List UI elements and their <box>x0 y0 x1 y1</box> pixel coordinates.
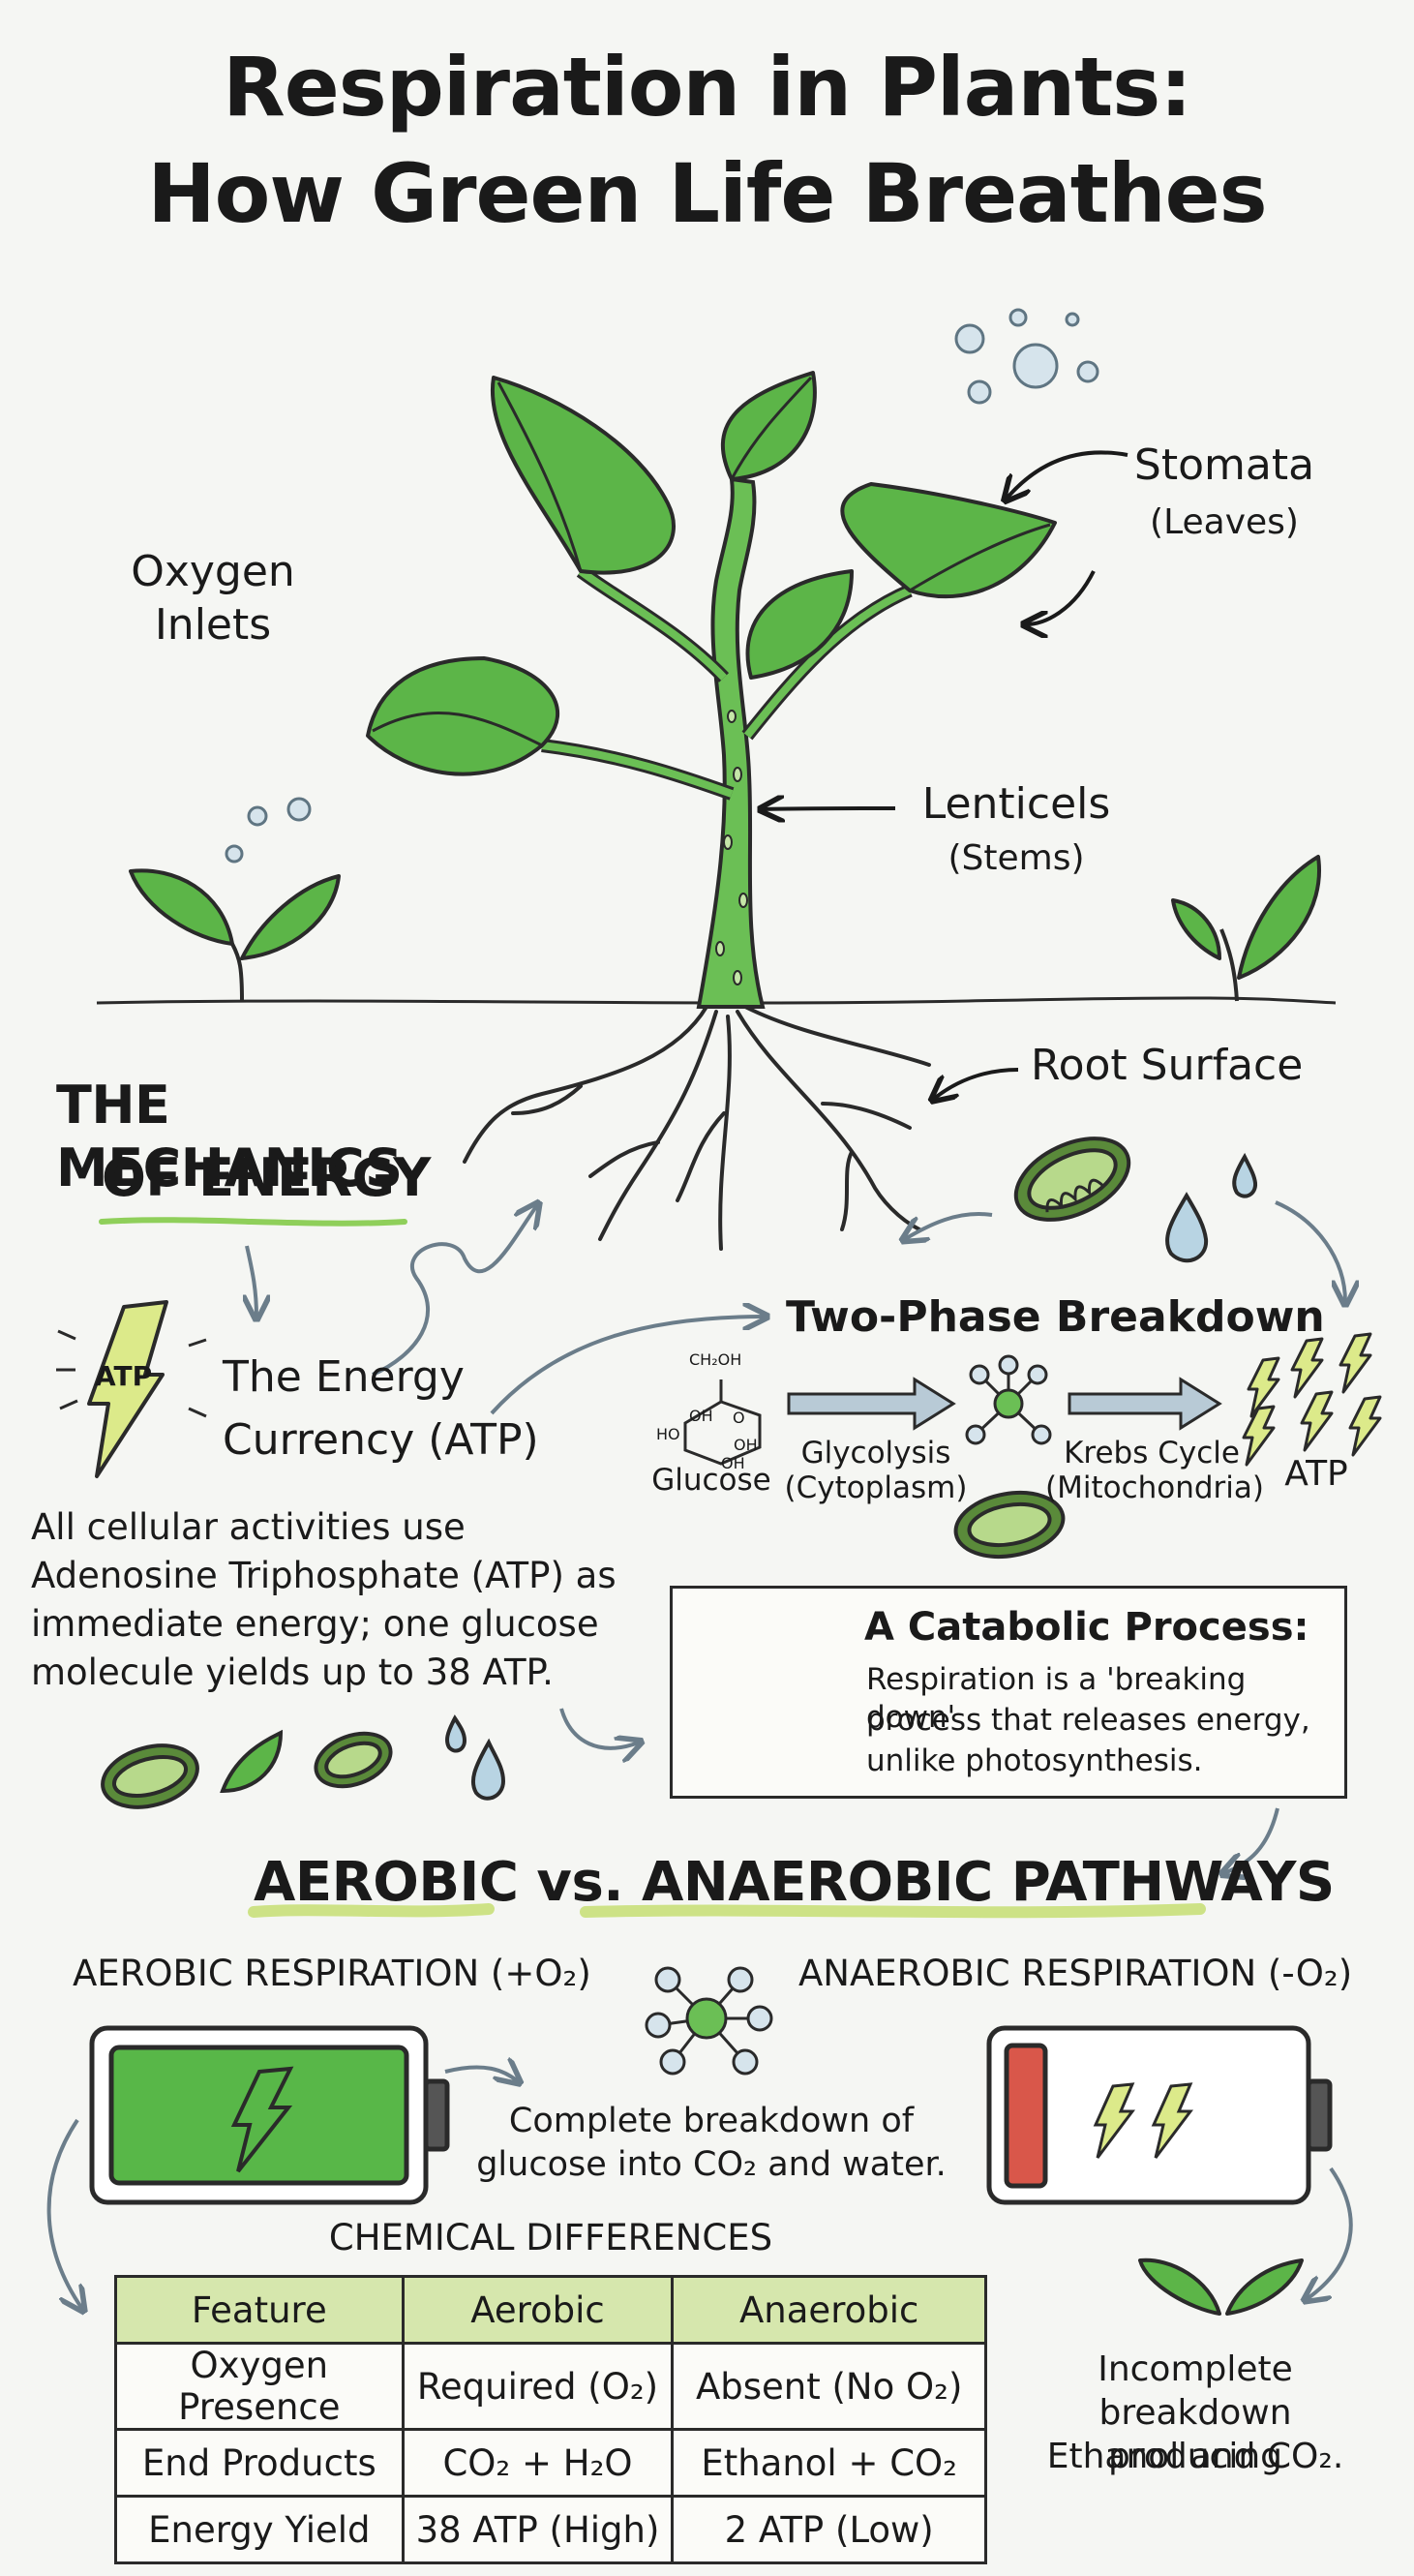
heading-underline <box>99 1217 407 1227</box>
center-molecule-icon <box>645 1966 773 2076</box>
glycolysis-sub-label: (Cytoplasm) <box>784 1470 968 1505</box>
anaerobic-battery-icon <box>986 2025 1333 2205</box>
glycolysis-label: Glycolysis <box>800 1436 951 1470</box>
mechanics-heading-2: OF ENERGY <box>102 1147 431 1208</box>
catabolic-line-2: process that releases energy, <box>866 1703 1310 1738</box>
small-bubbles-icon <box>225 797 312 864</box>
mitochondria-krebs-icon <box>953 1491 1066 1559</box>
anaerobic-respiration-label: ANAEROBIC RESPIRATION (-O₂) <box>798 1953 1353 1994</box>
pathways-heading: AEROBIC vs. ANAEROBIC PATHWAYS <box>254 1851 1335 1914</box>
aerobic-heading-word: AEROBIC <box>254 1851 519 1914</box>
ground-line <box>96 996 1337 1005</box>
lenticels-sub-label: (Stems) <box>948 838 1085 878</box>
pyruvate-molecule-icon <box>965 1354 1052 1445</box>
lenticels-label: Lenticels <box>921 779 1111 829</box>
anaerobic-desc-line-3: Ethanol and CO₂. <box>1046 2437 1344 2476</box>
krebs-sub-label: (Mitochondria) <box>1045 1470 1265 1505</box>
catabolic-line-3: unlike photosynthesis. <box>866 1743 1203 1778</box>
oxygen-bubbles-icon <box>954 308 1099 405</box>
stem-icon <box>696 476 766 1009</box>
chemical-differences-table: Feature Aerobic Anaerobic Oxygen Presenc… <box>114 2275 987 2564</box>
anaerobic-heading-word: ANAEROBIC PATHWAYS <box>642 1851 1335 1914</box>
aerobic-highlight <box>248 1903 495 1918</box>
glucose-label-ch2oh: CH₂OH <box>689 1350 742 1369</box>
glucose-label-oh-1: OH <box>689 1407 713 1425</box>
catabolic-box <box>670 1586 1347 1799</box>
atp-bolts-cluster-icon <box>1242 1332 1382 1467</box>
krebs-label: Krebs Cycle <box>1064 1436 1240 1470</box>
catabolic-heading: A Catabolic Process: <box>864 1605 1309 1650</box>
table-cell: Ethanol + CO₂ <box>671 2428 987 2498</box>
aerobic-desc-line-1: Complete breakdown of <box>508 2102 915 2140</box>
atp-icon-label: ATP <box>95 1360 153 1392</box>
atp-body-line-2: Adenosine Triphosphate (ATP) as <box>31 1555 617 1596</box>
mechanics-heading-1: THE MECHANICS <box>56 1075 403 1198</box>
roots-icon <box>463 1005 931 1251</box>
table-cell: 38 ATP (High) <box>401 2495 675 2564</box>
table-cell: End Products <box>114 2428 405 2498</box>
anaerobic-desc-line-1: Incomplete <box>1098 2349 1293 2389</box>
aerobic-battery-icon <box>89 2025 450 2205</box>
decor-row-icon <box>101 1714 506 1809</box>
page-title-line-2: How Green Life Breathes <box>147 146 1267 241</box>
stomata-sub-label: (Leaves) <box>1150 502 1299 542</box>
aerobic-respiration-label: AEROBIC RESPIRATION (+O₂) <box>73 1953 591 1994</box>
oxygen-inlets-label-2: Inlets <box>154 600 272 650</box>
table-cell: 2 ATP (Low) <box>671 2495 987 2564</box>
atp-body-line-3: immediate energy; one glucose <box>31 1603 599 1645</box>
table-header-row: Feature Aerobic Anaerobic <box>114 2275 987 2345</box>
table-row: Energy Yield 38 ATP (High) 2 ATP (Low) <box>114 2495 987 2564</box>
catabolic-line-1: Respiration is a 'breaking down' <box>866 1662 1247 1735</box>
oxygen-inlets-label-1: Oxygen <box>131 547 295 596</box>
table-row: Oxygen Presence Required (O₂) Absent (No… <box>114 2342 987 2431</box>
table-cell: Energy Yield <box>114 2495 405 2564</box>
anaerobic-highlight <box>580 1903 1206 1919</box>
table-header-cell: Feature <box>114 2275 405 2345</box>
atp-output-label: ATP <box>1284 1454 1348 1494</box>
table-header-cell: Anaerobic <box>671 2275 987 2345</box>
atp-body-line-1: All cellular activities use <box>31 1506 466 1548</box>
atp-body-line-4: molecule yields up to 38 ATP. <box>31 1652 554 1693</box>
table-cell: Oxygen Presence <box>114 2342 405 2431</box>
lenticel-dots-icon <box>715 710 748 985</box>
table-cell: Required (O₂) <box>401 2342 675 2431</box>
mitochondria-icon <box>1013 1136 1131 1222</box>
energy-currency-line-2: Currency (ATP) <box>223 1415 539 1465</box>
table-header-cell: Aerobic <box>401 2275 675 2345</box>
table-cell: CO₂ + H₂O <box>401 2428 675 2498</box>
stomata-label: Stomata <box>1133 440 1315 490</box>
two-phase-heading: Two-Phase Breakdown <box>786 1292 1325 1342</box>
vs-heading-word: vs. <box>518 1851 643 1914</box>
sprout-left-icon <box>129 868 341 1002</box>
sprout-bottom-icon <box>1138 2258 1304 2316</box>
glucose-molecule-icon <box>683 1379 762 1466</box>
glucose-label-oh-2: OH <box>734 1436 758 1454</box>
water-drops-icon <box>1165 1152 1258 1263</box>
glucose-label-o: O <box>733 1409 745 1427</box>
glucose-label: Glucose <box>651 1463 771 1498</box>
root-surface-label: Root Surface <box>1031 1041 1304 1090</box>
glucose-label-ho: HO <box>656 1425 680 1443</box>
table-cell: Absent (No O₂) <box>671 2342 987 2431</box>
atp-bolt-icon <box>56 1300 207 1478</box>
anaerobic-desc-line-2: breakdown producing <box>1098 2393 1292 2476</box>
breakdown-arrows-icon <box>787 1377 1222 1431</box>
glucose-label-oh-3: OH <box>721 1454 745 1472</box>
page-title-line-1: Respiration in Plants: <box>223 40 1192 135</box>
aerobic-desc-line-2: glucose into CO₂ and water. <box>476 2145 947 2184</box>
leaves-icon <box>366 371 1057 776</box>
energy-currency-line-1: The Energy <box>223 1352 465 1402</box>
table-row: End Products CO₂ + H₂O Ethanol + CO₂ <box>114 2428 987 2498</box>
sprout-right-icon <box>1171 855 1321 1002</box>
table-caption: CHEMICAL DIFFERENCES <box>328 2217 773 2258</box>
